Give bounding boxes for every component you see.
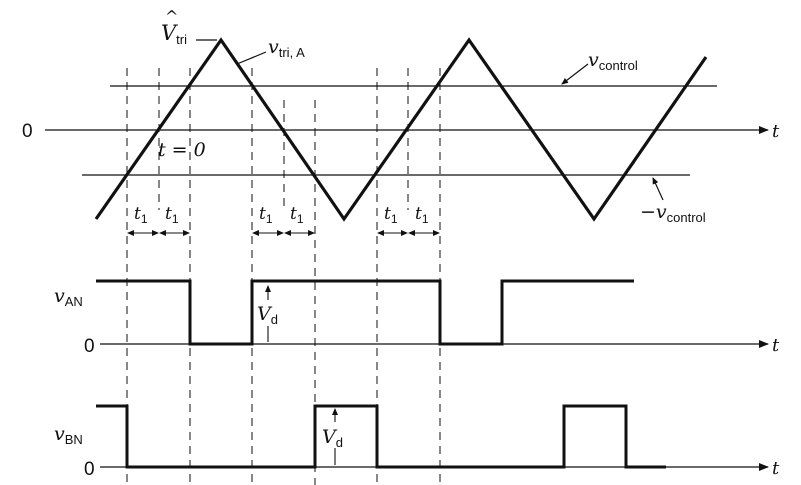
t-eq-zero-label: t = 0 — [158, 139, 206, 161]
svg-text:t1: t1 — [415, 204, 429, 226]
svg-text:t1: t1 — [134, 204, 148, 226]
vd-an-label: Vd — [257, 303, 278, 327]
vtri-peak-label: Vtri — [161, 21, 187, 47]
neg-vcontrol-label: −vcontrol — [640, 201, 706, 225]
triangle-carrier — [94, 37, 708, 222]
t-axis-bn-label: t — [772, 458, 780, 479]
vtri-peak-hat: ^ — [165, 7, 178, 26]
vbn-label: vBN — [54, 423, 83, 447]
t-axis-top-label: t — [772, 121, 780, 142]
zero-bn-label: 0 — [84, 459, 95, 480]
svg-text:t1: t1 — [165, 204, 179, 226]
dashed-switching-lines — [126, 68, 441, 485]
vcontrol-label: vcontrol — [588, 49, 638, 73]
t1-labels: t1 t1 t1 t1 t1 t1 — [134, 204, 429, 226]
svg-text:t1: t1 — [290, 204, 304, 226]
vbn-waveform — [96, 404, 666, 469]
van-label: vAN — [54, 285, 83, 309]
svg-text:t1: t1 — [259, 204, 273, 226]
vtri-a-label: vtri, A — [268, 36, 305, 60]
svg-text:t1: t1 — [384, 204, 398, 226]
zero-top-label: 0 — [22, 121, 33, 142]
vd-bn-label: Vd — [322, 426, 343, 450]
neg-vcontrol-leader — [652, 177, 664, 201]
van-waveform — [96, 279, 634, 346]
zero-an-label: 0 — [84, 336, 95, 357]
vtri-a-leader — [236, 51, 267, 65]
t-axis-an-label: t — [772, 335, 780, 356]
vcontrol-leader — [561, 63, 589, 85]
